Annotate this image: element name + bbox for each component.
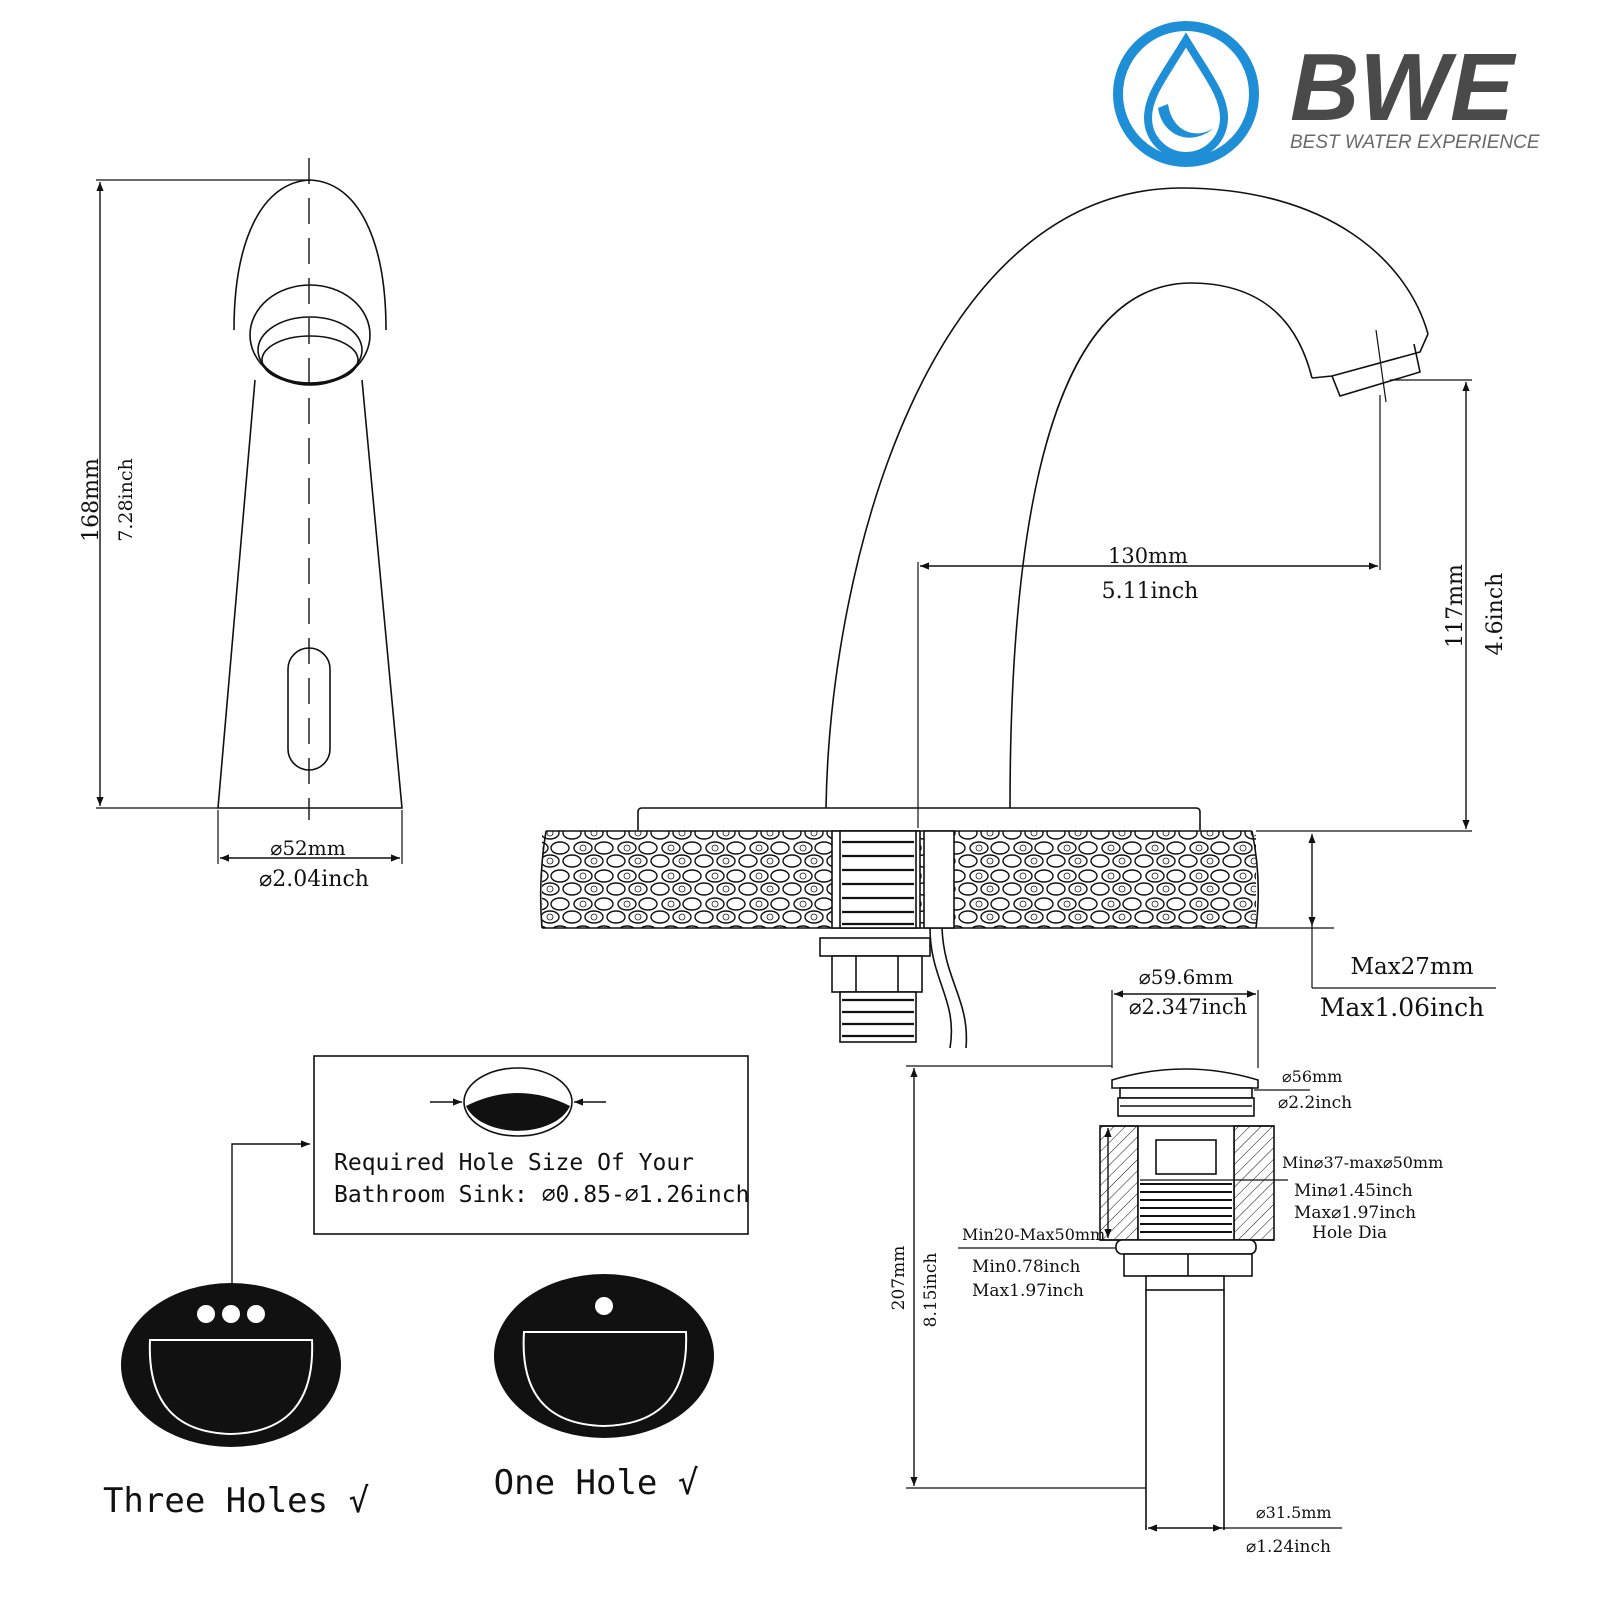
reach-inch: 5.11inch <box>1102 579 1199 604</box>
side-view <box>539 187 1496 1049</box>
hole-min-inch: Min⌀1.45inch <box>1294 1181 1413 1201</box>
hole-note-line2: Bathroom Sink: ⌀0.85-⌀1.26inch <box>334 1182 749 1208</box>
three-holes-label: Three Holes √ <box>103 1481 369 1521</box>
thickness-max-inch: Max1.97inch <box>972 1281 1084 1301</box>
front-height-inch: 7.28inch <box>115 458 137 542</box>
reach-mm: 130mm <box>1108 544 1188 568</box>
hole-max-inch: Max⌀1.97inch <box>1294 1203 1416 1223</box>
tail-dia-inch: ⌀1.24inch <box>1246 1537 1331 1557</box>
hole-size-note: Required Hole Size Of Your Bathroom Sink… <box>313 1055 749 1235</box>
front-height-mm: 168mm <box>79 458 104 542</box>
hole-section-icon <box>466 1093 570 1131</box>
water-drop-icon <box>1143 32 1229 160</box>
drain-length-mm: 207mm <box>889 1246 909 1311</box>
hole-dia-label: Hole Dia <box>1312 1223 1387 1243</box>
faucet-head <box>233 179 387 331</box>
front-base-mm: ⌀52mm <box>270 836 345 860</box>
thickness-min-inch: Min0.78inch <box>972 1257 1081 1277</box>
flange-dia-mm: ⌀56mm <box>1282 1067 1342 1086</box>
drop-highlight-icon <box>1158 104 1214 138</box>
spout-outer <box>825 187 1429 809</box>
faucet-body <box>217 379 403 809</box>
three-hole-sink-icon <box>121 1283 341 1447</box>
front-view <box>96 158 403 864</box>
spout-inner <box>1009 282 1313 809</box>
brand-name: BWE <box>1290 34 1517 141</box>
deck-max-mm: Max27mm <box>1350 954 1473 980</box>
one-hole-sink-icon <box>494 1274 714 1438</box>
one-hole-label: One Hole √ <box>494 1463 699 1503</box>
brand-tagline: BEST WATER EXPERIENCE <box>1290 132 1540 153</box>
hole-note-line1: Required Hole Size Of Your <box>334 1150 694 1176</box>
tail-dia-mm: ⌀31.5mm <box>1256 1503 1332 1522</box>
flange-dia-inch: ⌀2.2inch <box>1278 1093 1352 1113</box>
drain-assembly <box>906 990 1342 1532</box>
logo-ring-icon <box>1113 21 1259 167</box>
sensor-window <box>287 647 331 771</box>
brand-logo: BWE BEST WATER EXPERIENCE <box>1113 21 1540 167</box>
cap-dia-inch: ⌀2.347inch <box>1129 995 1247 1019</box>
front-base-inch: ⌀2.04inch <box>259 867 369 892</box>
hole-range-mm: Min⌀37-max⌀50mm <box>1282 1153 1443 1172</box>
thickness-mm: Min20-Max50mm <box>962 1225 1105 1244</box>
spout-height-mm: 117mm <box>1443 564 1468 648</box>
spout-height-inch: 4.6inch <box>1483 573 1508 656</box>
deck-max-inch: Max1.06inch <box>1320 993 1484 1022</box>
callout-leader <box>231 1140 310 1290</box>
cap-dia-mm: ⌀59.6mm <box>1139 965 1234 989</box>
drain-length-inch: 8.15inch <box>921 1253 941 1328</box>
